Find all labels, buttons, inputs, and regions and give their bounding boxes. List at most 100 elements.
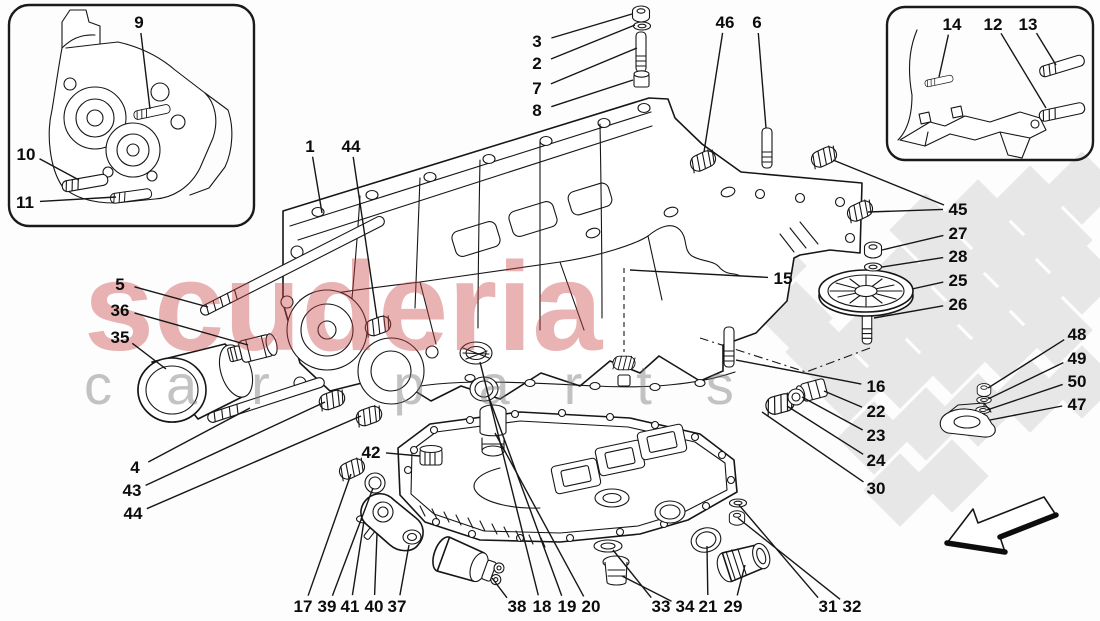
callout-number-47: 47 xyxy=(1068,395,1087,414)
nut-32 xyxy=(728,510,746,526)
inset-crankcase xyxy=(7,3,256,228)
callout-number-26: 26 xyxy=(949,295,968,314)
callout-24: 24 xyxy=(786,405,886,470)
leader-line-7 xyxy=(550,47,638,85)
stud-12 xyxy=(1037,101,1087,123)
leader-line-39 xyxy=(331,487,374,597)
callout-number-8: 8 xyxy=(532,101,541,120)
callout-number-17: 17 xyxy=(294,597,313,616)
oil-elbow-37 xyxy=(360,492,424,552)
callout-number-25: 25 xyxy=(949,271,968,290)
callout-number-15: 15 xyxy=(774,269,793,288)
callout-41: 41 xyxy=(341,520,365,616)
callout-number-36: 36 xyxy=(111,301,130,320)
leader-line-42 xyxy=(385,452,421,457)
callout-30: 30 xyxy=(761,411,885,498)
callout-28: 28 xyxy=(881,247,967,268)
leader-line-6 xyxy=(757,32,767,129)
callout-13: 13 xyxy=(1019,15,1057,66)
callout-number-7: 7 xyxy=(532,79,541,98)
inset-bracket xyxy=(885,5,1095,162)
watermark: scuderia car parts xyxy=(84,236,734,416)
callout-number-18: 18 xyxy=(533,597,552,616)
callout-20: 20 xyxy=(494,432,601,616)
leader-line-44 xyxy=(352,156,378,319)
callout-35: 35 xyxy=(111,328,167,370)
leader-line-28 xyxy=(881,256,944,268)
lower-sump-pan xyxy=(397,408,738,548)
callout-number-20: 20 xyxy=(582,597,601,616)
leader-line-26 xyxy=(873,305,944,319)
callout-number-27: 27 xyxy=(949,224,968,243)
leader-line-19 xyxy=(487,394,563,596)
union-20 xyxy=(469,376,507,457)
washer-31 xyxy=(728,498,748,508)
callout-number-31: 31 xyxy=(819,597,838,616)
callout-31: 31 xyxy=(738,504,838,616)
callout-number-44: 44 xyxy=(342,137,361,156)
leader-line-16 xyxy=(735,359,862,385)
callout-39: 39 xyxy=(318,487,374,616)
callout-25: 25 xyxy=(911,271,968,290)
leader-line-9 xyxy=(140,32,151,110)
callout-number-6: 6 xyxy=(752,13,761,32)
callout-number-48: 48 xyxy=(1068,325,1087,344)
leader-line-10 xyxy=(39,158,80,181)
callout-43: 43 xyxy=(123,401,326,500)
oil-filter xyxy=(137,343,254,423)
callout-number-21: 21 xyxy=(699,597,718,616)
leader-line-3 xyxy=(551,13,633,39)
leader-line-49 xyxy=(987,361,1064,400)
callout-47: 47 xyxy=(989,395,1087,421)
callout-46: 46 xyxy=(703,13,734,153)
leader-line-45 xyxy=(867,208,944,213)
callout-44: 44 xyxy=(124,415,362,523)
leader-line-20 xyxy=(494,432,585,597)
union-29 xyxy=(716,542,771,583)
callout-7: 7 xyxy=(532,47,638,98)
callout-number-34: 34 xyxy=(676,597,695,616)
leader-line-24 xyxy=(786,405,864,455)
callout-9: 9 xyxy=(134,13,151,110)
callout-34: 34 xyxy=(621,575,695,616)
callout-4: 4 xyxy=(130,407,251,477)
leader-line-25 xyxy=(911,281,944,290)
leader-line-17 xyxy=(307,473,352,596)
callout-number-50: 50 xyxy=(1068,372,1087,391)
callout-number-13: 13 xyxy=(1019,15,1038,34)
callout-number-40: 40 xyxy=(365,597,384,616)
leader-line-5 xyxy=(134,286,209,308)
pressure-sender-38 xyxy=(432,536,505,586)
callout-number-49: 49 xyxy=(1068,349,1087,368)
callout-number-1: 1 xyxy=(305,137,314,156)
callout-number-41: 41 xyxy=(341,597,360,616)
callout-17: 17 xyxy=(294,473,352,616)
callout-number-38: 38 xyxy=(508,597,527,616)
callout-26: 26 xyxy=(873,295,968,319)
leader-line-43 xyxy=(145,401,326,487)
callout-19: 19 xyxy=(487,394,576,616)
sump-assembly-drawing xyxy=(137,5,996,586)
oil-strainer xyxy=(818,241,914,345)
callout-number-29: 29 xyxy=(724,597,743,616)
callout-number-44: 44 xyxy=(124,504,143,523)
leader-line-30 xyxy=(761,411,864,483)
stud-4 xyxy=(207,377,325,423)
callout-8: 8 xyxy=(532,79,634,120)
callout-45: 45 xyxy=(832,159,967,219)
callout-number-5: 5 xyxy=(115,275,124,294)
callout-10: 10 xyxy=(17,145,80,181)
direction-arrow-icon xyxy=(944,496,1059,555)
leader-line-32 xyxy=(737,517,841,600)
callout-29: 29 xyxy=(724,564,746,616)
leader-line-31 xyxy=(738,504,819,599)
callout-6: 6 xyxy=(752,13,767,129)
callout-14: 14 xyxy=(938,15,962,78)
callout-5: 5 xyxy=(115,275,209,308)
leader-line-13 xyxy=(1035,32,1057,66)
callout-number-42: 42 xyxy=(362,443,381,462)
watermark-title: scuderia xyxy=(84,236,603,377)
leader-line-41 xyxy=(351,520,365,596)
